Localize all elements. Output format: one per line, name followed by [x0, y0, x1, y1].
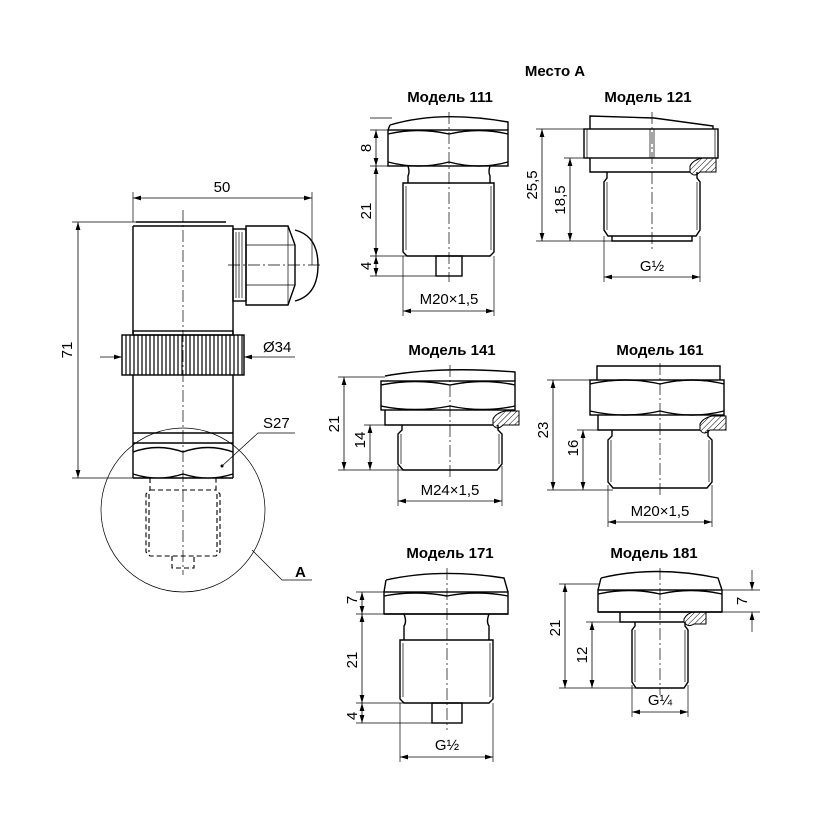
detail-circle [100, 427, 266, 593]
dimension: 25,5 [524, 170, 541, 199]
dimension: 4 [344, 712, 361, 720]
dimension: 8 [358, 144, 375, 152]
detail-label: A [295, 564, 306, 581]
model-title: Модель 141 [408, 342, 495, 359]
model-title: Модель 111 [407, 89, 493, 106]
thread-label: M20×1,5 [631, 503, 690, 520]
dimension: 21 [344, 652, 361, 669]
thread-label: M24×1,5 [421, 482, 480, 499]
dimension: 16 [565, 440, 582, 457]
dimension: 21 [547, 620, 564, 637]
dimension: 7 [734, 597, 751, 605]
model-111: Модель 111 8 21 4 M20×1,5 [358, 89, 509, 316]
model-title: Модель 121 [604, 89, 691, 106]
height-dimension: 71 [59, 342, 76, 359]
model-title: Модель 161 [616, 342, 703, 359]
model-161: Модель 161 23 16 M20×1,5 [535, 342, 727, 527]
dimension: 18,5 [552, 185, 569, 214]
thread-label: M20×1,5 [420, 291, 479, 308]
thread-label: G½ [640, 258, 665, 275]
dimension: 7 [344, 596, 361, 604]
dimension: 14 [352, 432, 369, 449]
model-title: Модель 181 [610, 545, 697, 562]
model-121: Модель 121 25,5 18,5 G½ [524, 89, 719, 282]
dimension: 4 [358, 262, 375, 270]
hidden-thread [145, 478, 221, 569]
model-171: Модель 171 7 21 4 G½ [344, 545, 509, 762]
main-view: A 50 71 Ø34 S27 [59, 179, 320, 593]
diameter-dimension: Ø34 [263, 339, 291, 356]
dimension: 21 [358, 203, 375, 220]
dimension: 21 [326, 416, 343, 433]
model-181: Модель 181 21 12 7 G¼ [547, 545, 760, 717]
detail-title: Место A [525, 63, 585, 80]
model-141: Модель 141 21 14 M24×1,5 [326, 342, 520, 506]
hex-size-label: S27 [263, 415, 290, 432]
width-dimension: 50 [214, 179, 231, 196]
dimension: 12 [574, 647, 591, 664]
thread-label: G½ [435, 737, 460, 754]
thread-label: G¼ [648, 692, 673, 709]
model-title: Модель 171 [406, 545, 493, 562]
dimension: 23 [535, 422, 552, 439]
cable-gland [228, 225, 320, 306]
